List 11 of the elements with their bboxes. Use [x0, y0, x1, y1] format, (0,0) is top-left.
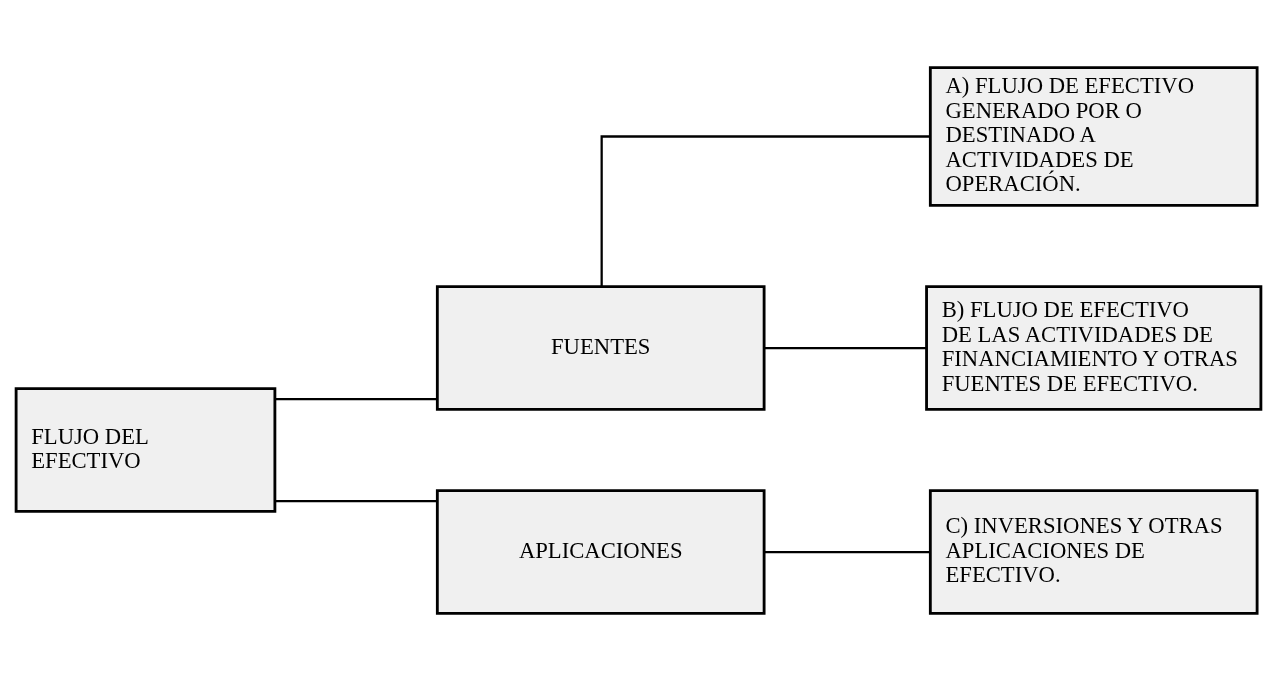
- node-box: C) INVERSIONES Y OTRAS APLICACIONES DE EFECTIVO.: [928, 489, 1259, 615]
- connector: [275, 397, 437, 401]
- node-box: B) FLUJO DE EFECTIVO DE LAS ACTIVIDADES DE FINANCIAMIENTO Y OTRAS FUENTES DE EFECTIVO.: [925, 285, 1263, 411]
- connector: [764, 346, 927, 350]
- node-box: FLUJO DEL EFECTIVO: [14, 387, 277, 513]
- node-box: FUENTES: [435, 285, 766, 411]
- node-box: A) FLUJO DE EFECTIVO GENERADO POR O DESTINADO A ACTIVIDADES DE OPERACIÓN.: [928, 66, 1259, 207]
- connector: [600, 135, 930, 287]
- connector: [275, 499, 437, 503]
- node-box: APLICACIONES: [435, 489, 766, 615]
- connector: [764, 550, 930, 554]
